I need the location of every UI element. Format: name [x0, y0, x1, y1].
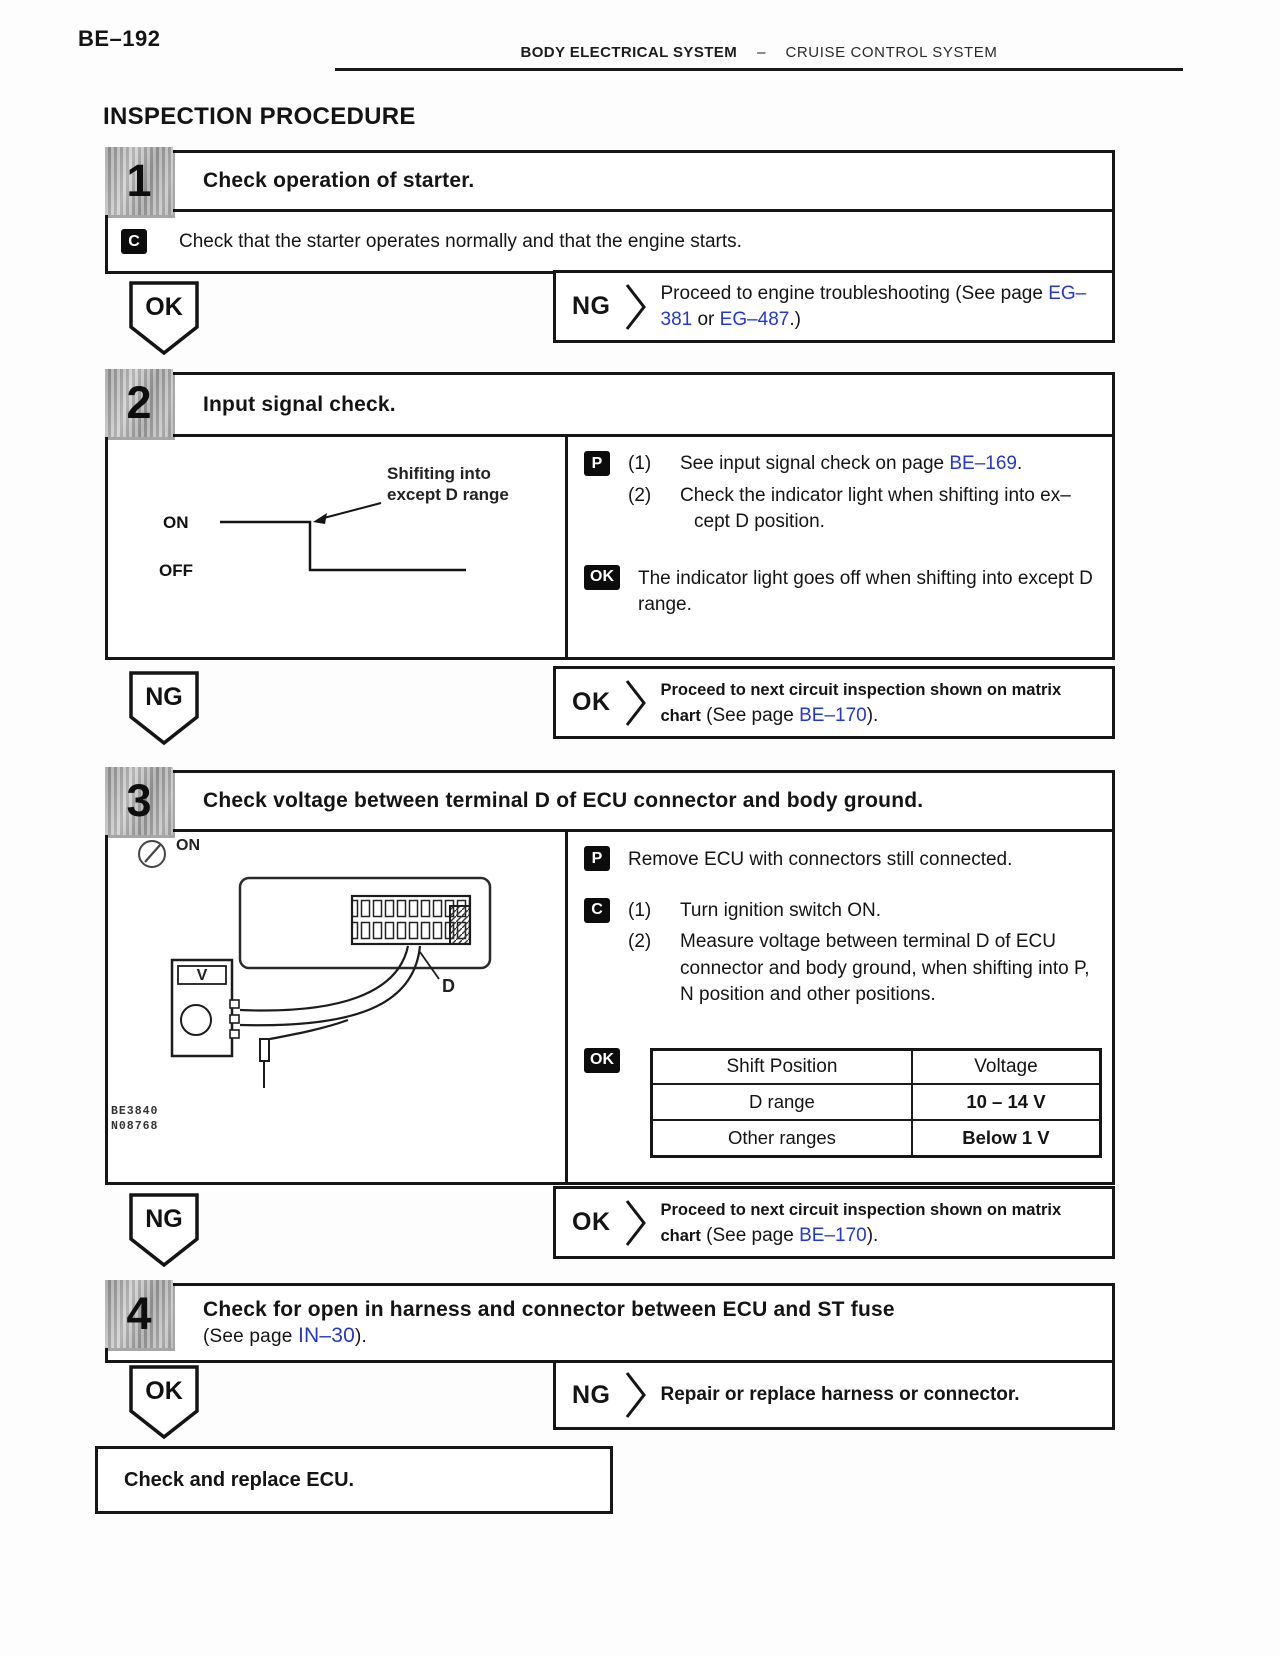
- svg-text:D: D: [442, 976, 455, 996]
- svg-text:BE3840: BE3840: [111, 1105, 158, 1118]
- step3-ng-flag: NG: [129, 1193, 199, 1268]
- link-eg-487[interactable]: EG–487: [719, 308, 790, 330]
- step2-title: Input signal check.: [108, 375, 1112, 437]
- step3-ok-row: OK Shift Position Voltage D range 10 – 1…: [584, 1047, 1102, 1158]
- step3-ok-action-text: Proceed to next circuit inspection shown…: [660, 1201, 1062, 1246]
- check-badge: C: [584, 897, 610, 923]
- header-subsection: CRUISE CONTROL SYSTEM: [785, 44, 998, 61]
- table-row: Other ranges Below 1 V: [650, 1118, 1102, 1158]
- ok-badge: OK: [584, 1047, 620, 1073]
- chevron-right-icon: [625, 679, 646, 726]
- chevron-right-icon: [625, 283, 646, 330]
- final-result-text: Check and replace ECU.: [124, 1468, 355, 1491]
- step3-content: ON D: [108, 832, 1112, 1182]
- step2-instructions: P (1) See input signal check on page BE–…: [568, 437, 1112, 657]
- input-signal-waveform: Shifiting into except D range ON OFF: [159, 464, 509, 580]
- step4-ng-text: Repair or replace harness or connector.: [660, 1384, 1020, 1406]
- step1-number: 1: [105, 147, 173, 215]
- step3-ok-action: OK Proceed to next circuit inspection sh…: [553, 1186, 1115, 1260]
- ng-label: NG: [572, 1380, 611, 1409]
- step2-ok-text: The indicator light goes off when shifti…: [638, 567, 1093, 616]
- svg-text:ON: ON: [176, 837, 200, 854]
- step4-ng-action: NG Repair or replace harness or connecto…: [553, 1360, 1115, 1430]
- step2-content: Shifiting into except D range ON OFF P (…: [108, 437, 1112, 657]
- step1-title: Check operation of starter.: [108, 153, 1112, 212]
- table-row: D range 10 – 14 V: [650, 1082, 1102, 1121]
- link-be-170[interactable]: BE–170: [799, 704, 867, 726]
- ok-flag-label: OK: [145, 293, 183, 321]
- final-result-box: Check and replace ECU.: [95, 1446, 613, 1514]
- prepare-badge: P: [584, 451, 610, 476]
- table-header-shift-position: Shift Position: [650, 1048, 913, 1085]
- svg-text:ON: ON: [163, 513, 189, 532]
- step1-check-row: C Check that the starter operates normal…: [108, 212, 1112, 271]
- step2-prepare-row: P (1) See input signal check on page BE–…: [584, 451, 1096, 541]
- svg-text:OFF: OFF: [159, 561, 193, 580]
- chevron-right-icon: [625, 1199, 646, 1246]
- step2-ng-flag: NG: [129, 671, 199, 746]
- step4-box: 4 Check for open in harness and connecto…: [105, 1280, 1115, 1363]
- svg-text:except D range: except D range: [387, 485, 509, 504]
- ecu-voltage-check-illustration: ON D: [111, 837, 492, 1133]
- ok-flag-label: OK: [145, 1377, 183, 1405]
- step4-title-block: Check for open in harness and connector …: [108, 1286, 1112, 1360]
- svg-text:Shifiting into: Shifiting into: [387, 464, 491, 483]
- prepare-badge: P: [584, 846, 610, 871]
- step3-check-row: C (1) Turn ignition switch ON. (2) Measu…: [584, 897, 1102, 1014]
- ng-flag-label: NG: [145, 683, 183, 711]
- list-item: (2) Measure voltage between terminal D o…: [628, 931, 1090, 1006]
- ignition-key-icon: [138, 840, 166, 868]
- ng-flag-label: NG: [145, 1205, 183, 1233]
- page-code: BE–192: [78, 26, 161, 51]
- ok-badge: OK: [584, 564, 620, 590]
- svg-text:N08768: N08768: [111, 1120, 158, 1133]
- header-section: BODY ELECTRICAL SYSTEM: [520, 44, 738, 61]
- svg-text:V: V: [197, 967, 208, 984]
- step4-title: Check for open in harness and connector …: [203, 1298, 895, 1321]
- step3-prepare-row: P Remove ECU with connectors still conne…: [584, 846, 1102, 874]
- ok-label: OK: [572, 1208, 611, 1237]
- step2-ok-action: OK Proceed to next circuit inspection sh…: [553, 666, 1115, 740]
- link-be-170[interactable]: BE–170: [799, 1224, 867, 1246]
- step1-ng-text: Proceed to engine troubleshooting (See p…: [660, 283, 1087, 330]
- step2-ok-row: OK The indicator light goes off when shi…: [584, 564, 1096, 619]
- page-header: BODY ELECTRICAL SYSTEM – CRUISE CONTROL …: [335, 44, 1183, 71]
- chevron-right-icon: [625, 1372, 646, 1418]
- list-item: (1) See input signal check on page BE–16…: [628, 453, 1023, 474]
- step1-ng-action: NG Proceed to engine troubleshooting (Se…: [553, 270, 1115, 344]
- step4-number: 4: [105, 1280, 173, 1348]
- link-be-169[interactable]: BE–169: [949, 453, 1017, 474]
- check-badge: C: [121, 229, 147, 254]
- step2-box: 2 Input signal check. Shifiting into exc…: [105, 369, 1115, 660]
- step3-title: Check voltage between terminal D of ECU …: [108, 773, 1112, 832]
- table-header-voltage: Voltage: [910, 1048, 1102, 1085]
- voltage-table: Shift Position Voltage D range 10 – 14 V…: [650, 1047, 1102, 1158]
- step1-ok-flag: OK: [129, 281, 199, 356]
- header-separator: –: [757, 44, 766, 61]
- list-item: (1) Turn ignition switch ON.: [628, 899, 881, 921]
- step1-check-text: Check that the starter operates normally…: [179, 230, 742, 252]
- ok-label: OK: [572, 688, 611, 717]
- step3-prepare-text: Remove ECU with connectors still connect…: [628, 849, 1013, 870]
- ng-label: NG: [572, 292, 611, 321]
- step3-illustration-panel: ON D: [108, 832, 568, 1182]
- step3-number: 3: [105, 767, 173, 835]
- step4-ok-flag: OK: [129, 1365, 199, 1440]
- link-in-30[interactable]: IN–30: [297, 1324, 356, 1347]
- step3-instructions: P Remove ECU with connectors still conne…: [568, 832, 1118, 1182]
- step2-ok-action-text: Proceed to next circuit inspection shown…: [660, 681, 1062, 726]
- list-item: (2) Check the indicator light when shift…: [628, 484, 1071, 533]
- link-eg-381[interactable]: EG–381: [660, 283, 1087, 330]
- step4-subtitle: (See page IN–30).: [203, 1324, 368, 1347]
- step2-diagram-panel: Shifiting into except D range ON OFF: [108, 437, 568, 657]
- step3-box: 3 Check voltage between terminal D of EC…: [105, 767, 1115, 1185]
- procedure-title: INSPECTION PROCEDURE: [103, 103, 416, 130]
- step1-box: 1 Check operation of starter. C Check th…: [105, 147, 1115, 274]
- step2-number: 2: [105, 369, 173, 437]
